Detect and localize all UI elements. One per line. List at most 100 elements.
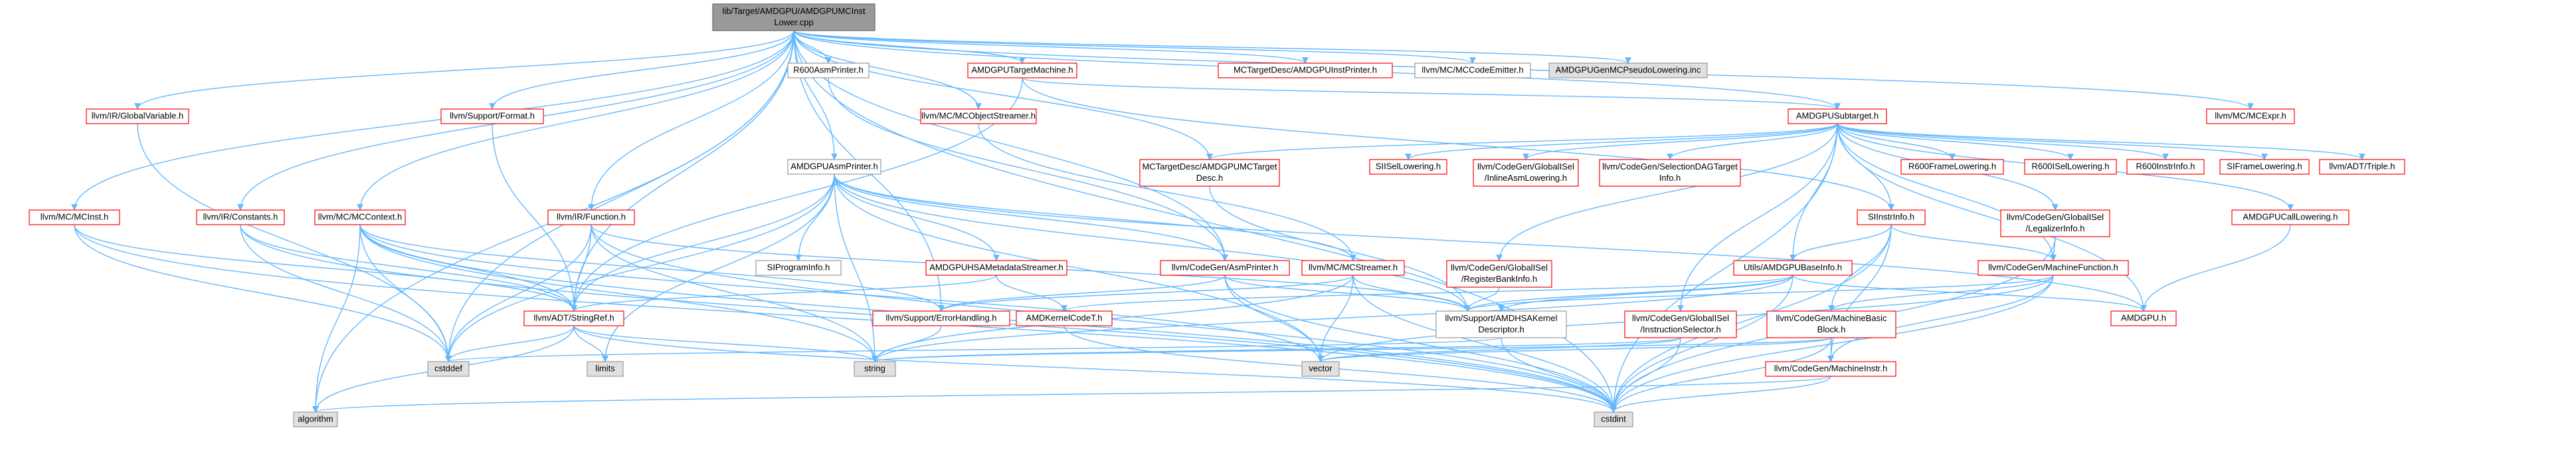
node-label-siisellowering: SIISelLowering.h xyxy=(1376,161,1441,171)
node-r600instrinfo[interactable]: R600InstrInfo.h xyxy=(2126,159,2205,175)
node-hsametadata[interactable]: AMDGPUHSAMetadataStreamer.h xyxy=(925,260,1067,276)
node-label-stringref: llvm/ADT/StringRef.h xyxy=(533,312,614,322)
node-label-r600instrinfo: R600InstrInfo.h xyxy=(2136,161,2195,171)
node-amdgpuasmprinter[interactable]: AMDGPUAsmPrinter.h xyxy=(787,159,881,175)
node-mccontext[interactable]: llvm/MC/MCContext.h xyxy=(314,209,406,225)
node-box-string xyxy=(854,361,896,377)
edge-format-to-stringref xyxy=(492,123,577,312)
edge-amdgpuasmprinter-to-hsametadata xyxy=(834,174,1000,261)
node-siinstrinfo[interactable]: SIInstrInfo.h xyxy=(1857,209,1926,225)
edge-constants-to-stringref xyxy=(240,224,577,312)
node-label-siinstrinfo: SIInstrInfo.h xyxy=(1868,211,1914,221)
node-format[interactable]: llvm/Support/Format.h xyxy=(440,108,544,124)
node-box-machineinstr xyxy=(1765,361,1896,377)
node-machinefunction[interactable]: llvm/CodeGen/MachineFunction.h xyxy=(1978,260,2129,276)
node-label-cstddef: cstddef xyxy=(434,363,462,373)
node-box-selectiondag xyxy=(1599,159,1741,187)
node-limits: limits xyxy=(587,361,624,377)
node-cstddef: cstddef xyxy=(427,361,470,377)
node-amdgpucalllowering[interactable]: AMDGPUCallLowering.h xyxy=(2231,209,2349,225)
node-legalizerinfo[interactable]: llvm/CodeGen/GlobalISel/LegalizerInfo.h xyxy=(2000,209,2110,237)
node-label-globalvariable: llvm/IR/GlobalVariable.h xyxy=(92,110,183,120)
node-r600asmprinter[interactable]: R600AsmPrinter.h xyxy=(787,62,870,78)
node-label-root: lib/Target/AMDGPU/AMDGPUMCInst xyxy=(722,6,866,16)
node-box-mcinstprinter xyxy=(1218,62,1393,78)
node-box-cstdint xyxy=(1594,411,1633,427)
node-label-mctargetdesc: MCTargetDesc/AMDGPUMCTarget xyxy=(1143,162,1277,172)
node-label-instructionselector: llvm/CodeGen/GlobalISel xyxy=(1632,313,1729,323)
edge-amdgpubaseinfo-to-amdkernelcode xyxy=(1061,275,1794,312)
edge-amdgpusubtarget-to-triple xyxy=(1837,123,2365,160)
node-instructionselector[interactable]: llvm/CodeGen/GlobalISel/InstructionSelec… xyxy=(1624,310,1737,338)
node-errorhandling[interactable]: llvm/Support/ErrorHandling.h xyxy=(872,310,1010,326)
edge-amdgpusubtarget-to-inlineasmlowering xyxy=(1522,123,1838,160)
edge-root-to-mcobjectstreamer xyxy=(793,30,982,110)
edge-codegenasmprinter-to-memory xyxy=(1224,275,1471,312)
node-label-mccontext: llvm/MC/MCContext.h xyxy=(318,211,402,221)
edge-mcinst-to-cstdint xyxy=(74,224,1617,413)
edge-root-to-function xyxy=(588,30,794,211)
node-algorithm: algorithm xyxy=(293,411,338,427)
node-amdgpusubtarget[interactable]: AMDGPUSubtarget.h xyxy=(1788,108,1887,124)
edge-mccontext-to-stringref xyxy=(359,224,577,312)
node-box-inlineasmlowering xyxy=(1473,159,1579,187)
node-box-amdgpubaseinfo xyxy=(1733,260,1853,276)
edge-amdgpucalllowering-to-amdgpuh xyxy=(2140,224,2291,312)
node-triple[interactable]: llvm/ADT/Triple.h xyxy=(2319,159,2405,175)
node-label-amdgpuh: AMDGPU.h xyxy=(2121,312,2166,322)
node-label-mcinst: llvm/MC/MCInst.h xyxy=(41,211,109,221)
node-mcobjectstreamer[interactable]: llvm/MC/MCObjectStreamer.h xyxy=(920,108,1037,124)
node-amdgpubaseinfo[interactable]: Utils/AMDGPUBaseInfo.h xyxy=(1733,260,1853,276)
node-machineinstr[interactable]: llvm/CodeGen/MachineInstr.h xyxy=(1765,361,1896,377)
node-constants[interactable]: llvm/IR/Constants.h xyxy=(196,209,285,225)
node-amdgputargetmachine[interactable]: AMDGPUTargetMachine.h xyxy=(967,62,1077,78)
node-globalvariable[interactable]: llvm/IR/GlobalVariable.h xyxy=(86,108,189,124)
node-inlineasmlowering[interactable]: llvm/CodeGen/GlobalISel/InlineAsmLowerin… xyxy=(1473,159,1579,187)
node-label-machineinstr: llvm/CodeGen/MachineInstr.h xyxy=(1774,363,1888,373)
node-box-mcobjectstreamer xyxy=(920,108,1037,124)
node-label-string: string xyxy=(864,363,885,373)
node-siisellowering[interactable]: SIISelLowering.h xyxy=(1369,159,1447,175)
node-mcstreamer[interactable]: llvm/MC/MCStreamer.h xyxy=(1301,260,1405,276)
node-label-cstdint: cstdint xyxy=(1601,413,1626,423)
node-cstdint: cstdint xyxy=(1594,411,1633,427)
edge-errorhandling-to-string xyxy=(872,325,942,362)
node-label-amdhsakernel: Descriptor.h xyxy=(1478,324,1524,334)
edge-r600asmprinter-to-codegenasmprinter xyxy=(828,77,1228,261)
node-box-genpseudo xyxy=(1548,62,1708,78)
edge-mccontext-to-errorhandling xyxy=(359,224,945,312)
node-r600isellowering[interactable]: R600ISelLowering.h xyxy=(2024,159,2117,175)
node-amdgpuh[interactable]: AMDGPU.h xyxy=(2110,310,2177,326)
node-siframelowering[interactable]: SIFrameLowering.h xyxy=(2219,159,2310,175)
node-registerbankinfo[interactable]: llvm/CodeGen/GlobalISel/RegisterBankInfo… xyxy=(1446,260,1552,288)
edge-root-to-mccodeemitter xyxy=(793,30,1476,64)
node-mccodeemitter[interactable]: llvm/MC/MCCodeEmitter.h xyxy=(1414,62,1531,78)
node-mcexpr[interactable]: llvm/MC/MCExpr.h xyxy=(2206,108,2295,124)
edge-amdgpusubtarget-to-siisellowering xyxy=(1405,123,1838,160)
edge-amdgpusubtarget-to-machinefunction xyxy=(1837,123,2057,261)
node-box-siframelowering xyxy=(2219,159,2310,175)
node-box-mcstreamer xyxy=(1301,260,1405,276)
node-amdkernelcode[interactable]: AMDKernelCodeT.h xyxy=(1016,310,1113,326)
edge-amdhsakernel-to-cstdint xyxy=(1501,337,1617,413)
node-mcinst[interactable]: llvm/MC/MCInst.h xyxy=(29,209,120,225)
node-label-amdgpucalllowering: AMDGPUCallLowering.h xyxy=(2243,211,2338,221)
node-function[interactable]: llvm/IR/Function.h xyxy=(547,209,635,225)
node-box-mcinst xyxy=(29,209,120,225)
node-label-algorithm: algorithm xyxy=(298,413,333,423)
node-mcinstprinter[interactable]: MCTargetDesc/AMDGPUInstPrinter.h xyxy=(1218,62,1393,78)
node-siprograminfo[interactable]: SIProgramInfo.h xyxy=(755,260,842,276)
node-box-codegenasmprinter xyxy=(1160,260,1290,276)
edge-machinebasicblock-to-cstdint xyxy=(1610,337,1832,413)
edge-mcinst-to-stringref xyxy=(74,224,577,312)
node-codegenasmprinter[interactable]: llvm/CodeGen/AsmPrinter.h xyxy=(1160,260,1290,276)
edge-amdgpuasmprinter-to-stringref xyxy=(571,174,835,312)
node-r600framelowering[interactable]: R600FrameLowering.h xyxy=(1900,159,2004,175)
node-stringref[interactable]: llvm/ADT/StringRef.h xyxy=(523,310,624,326)
node-label-amdgpuasmprinter: AMDGPUAsmPrinter.h xyxy=(790,161,877,171)
